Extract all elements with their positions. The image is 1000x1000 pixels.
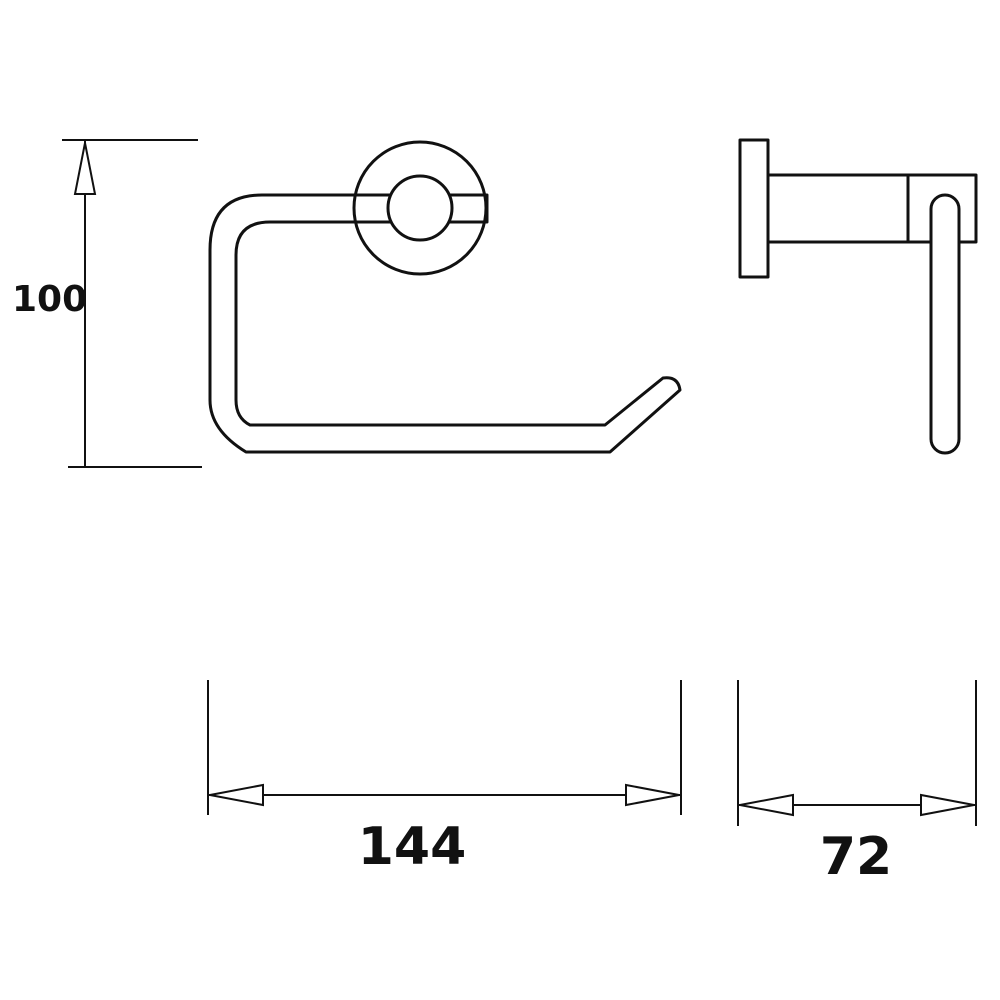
- side-wall-plate: [738, 138, 770, 279]
- side-roll-bar: [929, 193, 961, 455]
- width-arrowhead-left: [209, 783, 264, 807]
- front-view: [208, 140, 682, 454]
- width-arrowhead-right: [625, 783, 680, 807]
- width-dimension: 144: [207, 680, 682, 877]
- depth-dimension: 72: [737, 680, 977, 887]
- wall-rosette-inner: [386, 174, 454, 242]
- side-arm-body: [766, 173, 978, 244]
- holder-arm-outline: [208, 193, 682, 454]
- height-dimension: 100: [12, 139, 202, 468]
- width-label: 144: [358, 817, 467, 877]
- depth-label: 72: [820, 827, 892, 887]
- height-label: 100: [12, 279, 87, 320]
- depth-arrowhead-right: [920, 793, 975, 817]
- side-view: [738, 138, 978, 455]
- depth-arrowhead-left: [739, 793, 794, 817]
- height-arrowhead-top: [73, 142, 97, 195]
